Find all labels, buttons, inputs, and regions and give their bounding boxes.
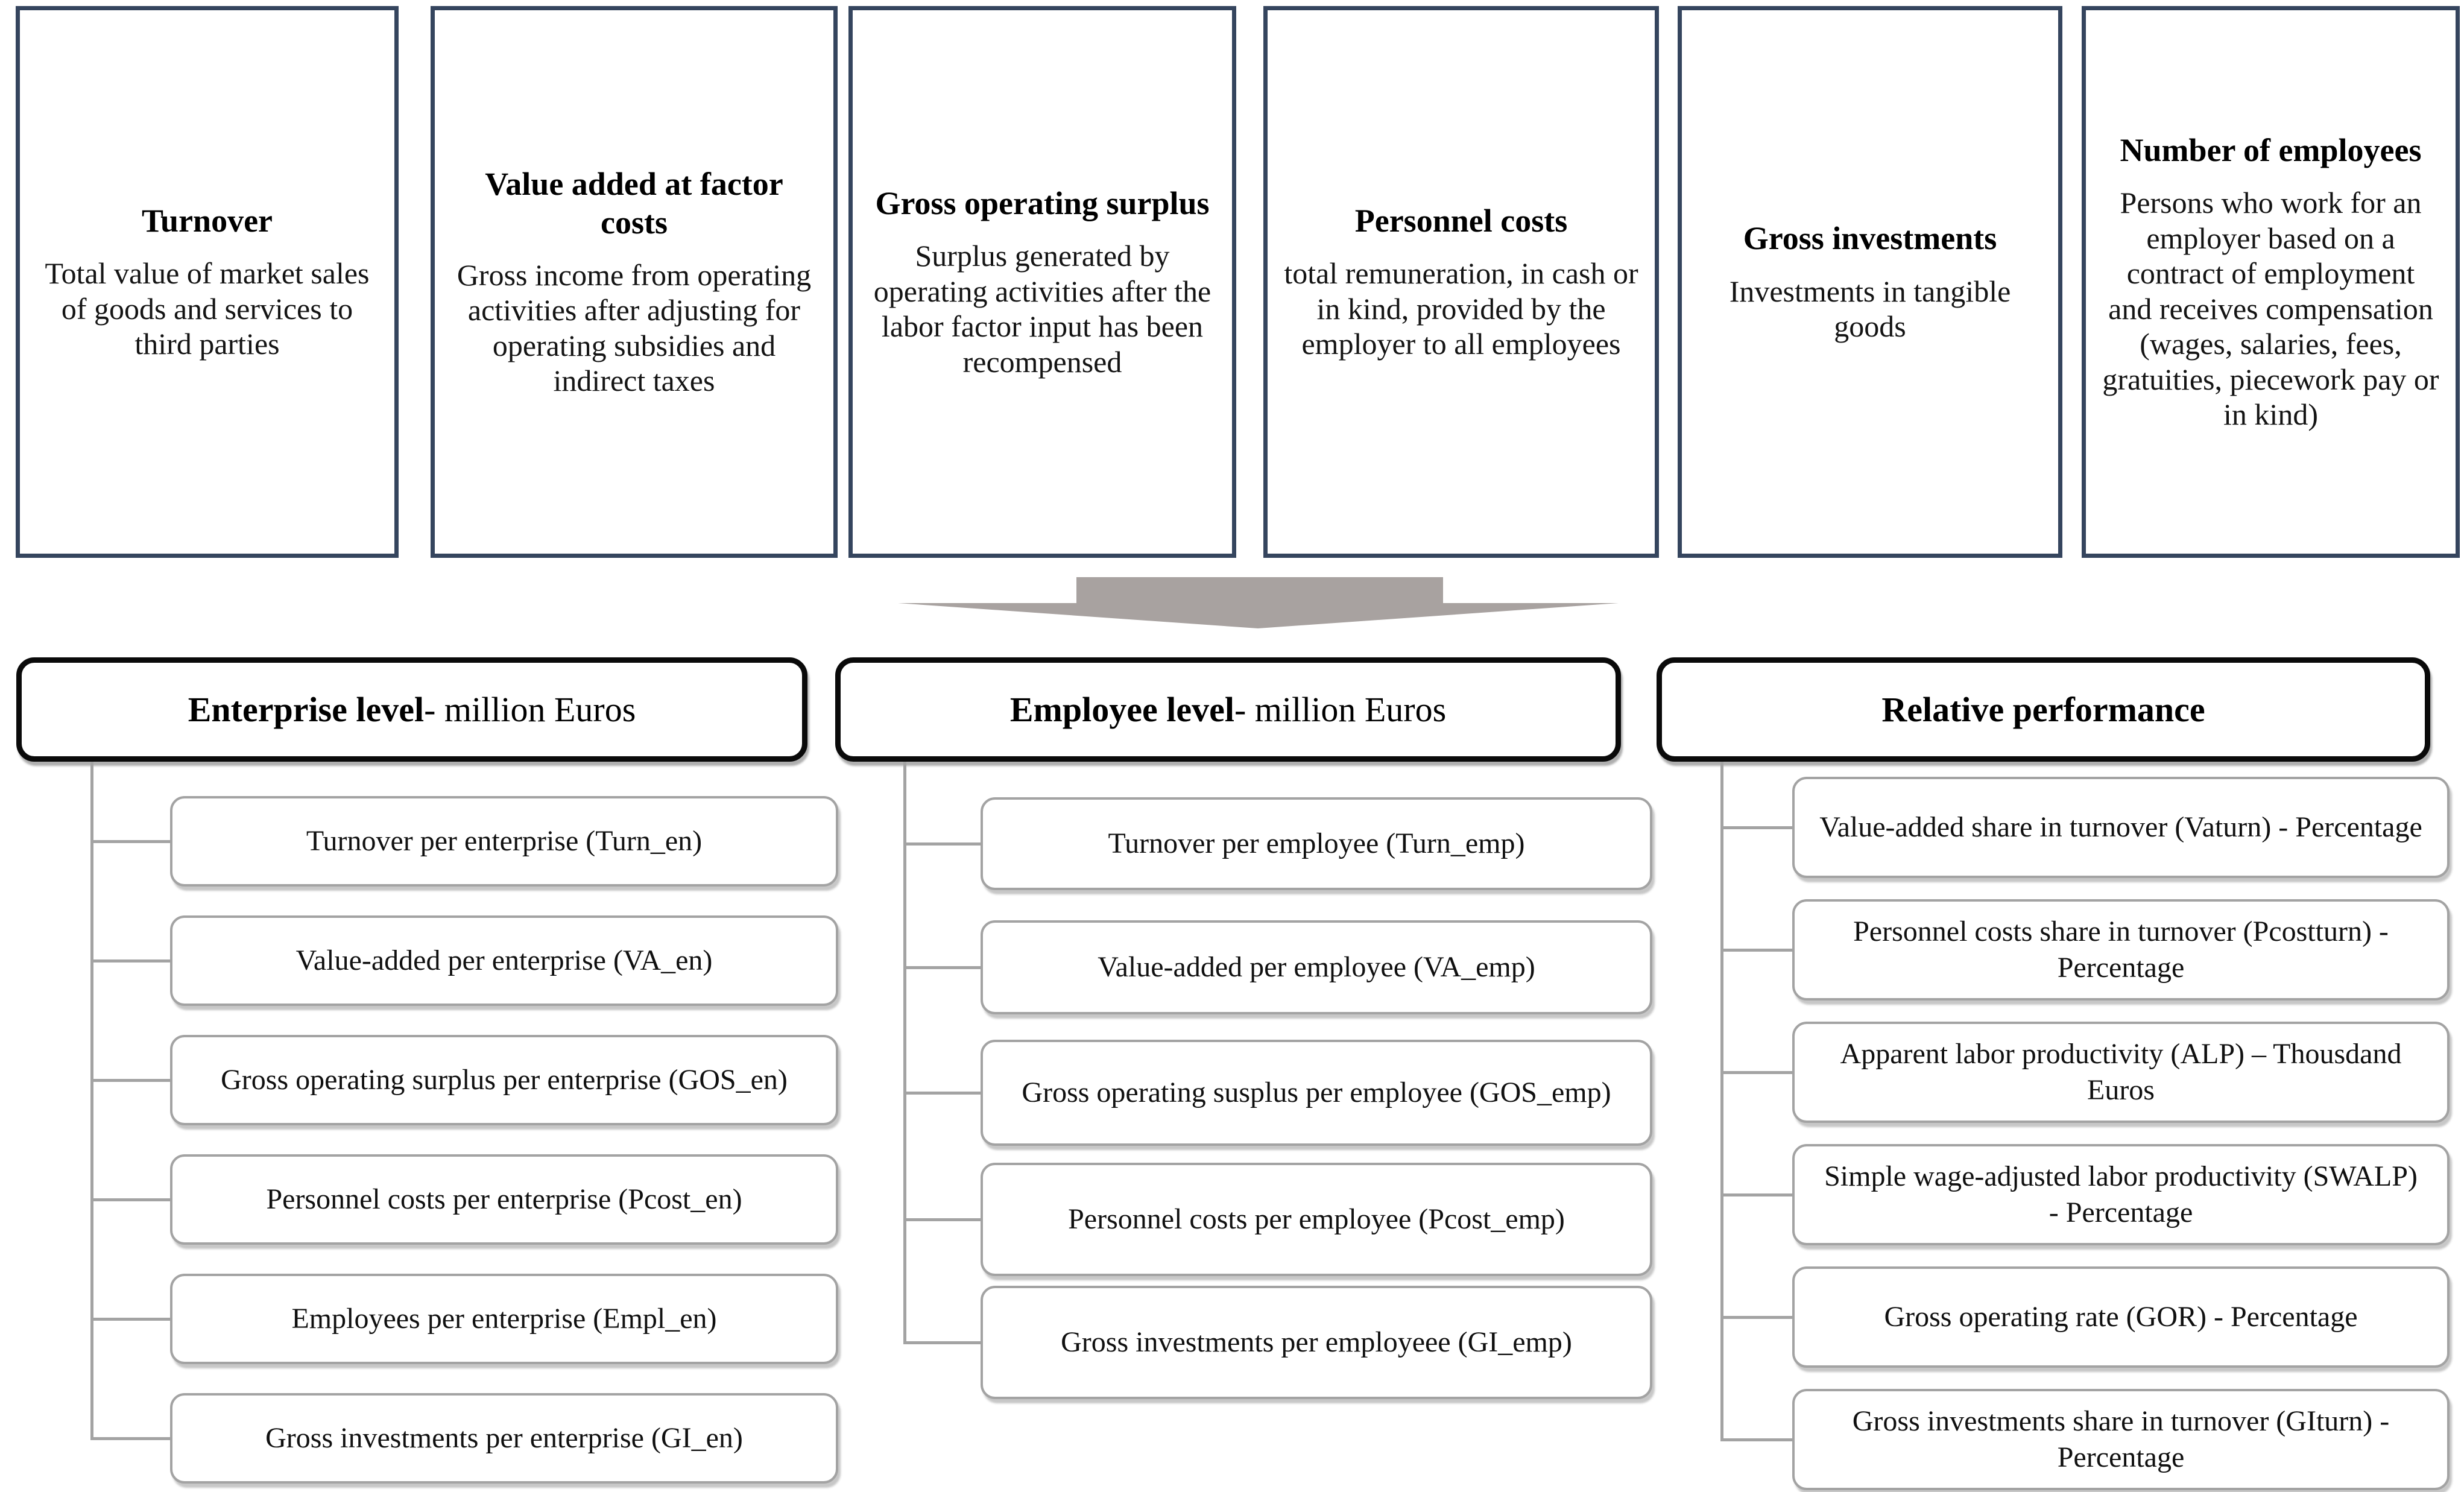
definition-title: Gross operating surplus (875, 185, 1210, 221)
indicator-value-added-share-in-turnover: Value-added share in turnover (Vaturn) -… (1792, 777, 2450, 878)
connector-line (903, 762, 906, 1342)
group-header-bold-text: Relative performance (1881, 690, 2205, 729)
definition-description: Surplus generated by operating activitie… (873, 239, 1211, 379)
definition-title: Number of employees (2120, 132, 2422, 169)
group-header-relative-performance: Relative performance (1657, 657, 2430, 762)
group-header-bold-text: Enterprise level (188, 690, 425, 729)
definition-description: total remuneration, in cash or in kind, … (1284, 256, 1638, 361)
definition-description: Investments in tangible goods (1729, 274, 2011, 344)
definition-box-personnel-costs: Personnel costs total remuneration, in c… (1263, 6, 1659, 558)
connector-line (1720, 762, 1723, 1440)
indicator-value-added-per-employee: Value-added per employee (VA_emp) (981, 920, 1652, 1014)
connector-line (90, 1198, 170, 1201)
indicator-gross-operating-rate: Gross operating rate (GOR) - Percentage (1792, 1266, 2450, 1368)
definition-box-number-of-employees: Number of employees Persons who work for… (2082, 6, 2460, 558)
definition-box-value-added: Value added at factor costs Gross income… (431, 6, 838, 558)
indicator-turnover-per-enterprise: Turnover per enterprise (Turn_en) (170, 796, 838, 887)
indicator-turnover-per-employee: Turnover per employee (Turn_emp) (981, 797, 1652, 890)
indicator-personnel-costs-per-enterprise: Personnel costs per enterprise (Pcost_en… (170, 1154, 838, 1245)
definition-box-gross-investments: Gross investments Investments in tangibl… (1678, 6, 2062, 558)
group-header-unit-text: - million Euros (424, 690, 636, 729)
down-arrow-shaft (1076, 577, 1443, 604)
indicator-simple-wage-adjusted-labor-productivity: Simple wage-adjusted labor productivity … (1792, 1144, 2450, 1245)
indicator-gross-investments-per-enterprise: Gross investments per enterprise (GI_en) (170, 1393, 838, 1484)
definition-box-turnover: Turnover Total value of market sales of … (16, 6, 399, 558)
indicator-employees-per-enterprise: Employees per enterprise (Empl_en) (170, 1274, 838, 1364)
connector-line (90, 1437, 170, 1440)
indicator-personnel-costs-per-employee: Personnel costs per employee (Pcost_emp) (981, 1163, 1652, 1276)
connector-line (90, 762, 93, 1438)
indicator-personnel-costs-share-in-turnover: Personnel costs share in turnover (Pcost… (1792, 899, 2450, 1000)
connector-line (1720, 1193, 1792, 1196)
group-header-enterprise-level: Enterprise level - million Euros (16, 657, 807, 762)
definition-description: Gross income from operating activities a… (456, 258, 812, 398)
definition-title: Gross investments (1743, 220, 1997, 257)
indicator-value-added-per-enterprise: Value-added per enterprise (VA_en) (170, 915, 838, 1006)
connector-line (903, 842, 981, 846)
connector-line (903, 1218, 981, 1221)
group-header-bold-text: Employee level (1009, 690, 1234, 729)
definition-title: Value added at factor costs (485, 166, 783, 241)
indicator-gross-investments-share-in-turnover: Gross investments share in turnover (GIt… (1792, 1389, 2450, 1490)
definition-title: Turnover (141, 203, 273, 239)
definition-box-gross-operating-surplus: Gross operating surplus Surplus generate… (848, 6, 1236, 558)
indicator-gross-operating-surplus-per-enterprise: Gross operating surplus per enterprise (… (170, 1035, 838, 1125)
connector-line (90, 840, 170, 843)
connector-line (1720, 949, 1792, 952)
connector-line (1720, 826, 1792, 829)
connector-line (1720, 1071, 1792, 1074)
connector-line (903, 1092, 981, 1095)
connector-line (903, 966, 981, 969)
definition-description: Persons who work for an employer based o… (2102, 186, 2439, 432)
indicator-gross-operating-surplus-per-employee: Gross operating susplus per employee (GO… (981, 1040, 1652, 1146)
indicator-apparent-labor-productivity: Apparent labor productivity (ALP) – Thou… (1792, 1022, 2450, 1123)
group-header-employee-level: Employee level - million Euros (835, 657, 1621, 762)
connector-line (90, 1079, 170, 1082)
group-header-unit-text: - million Euros (1234, 690, 1447, 729)
connector-line (90, 1318, 170, 1321)
connector-line (1720, 1438, 1792, 1441)
connector-line (1720, 1316, 1792, 1319)
definition-description: Total value of market sales of goods and… (45, 256, 370, 361)
indicator-gross-investments-per-employee: Gross investments per employeee (GI_emp) (981, 1286, 1652, 1399)
down-arrow-icon (898, 603, 1619, 628)
definition-title: Personnel costs (1354, 203, 1568, 239)
connector-line (903, 1341, 981, 1344)
connector-line (90, 959, 170, 963)
